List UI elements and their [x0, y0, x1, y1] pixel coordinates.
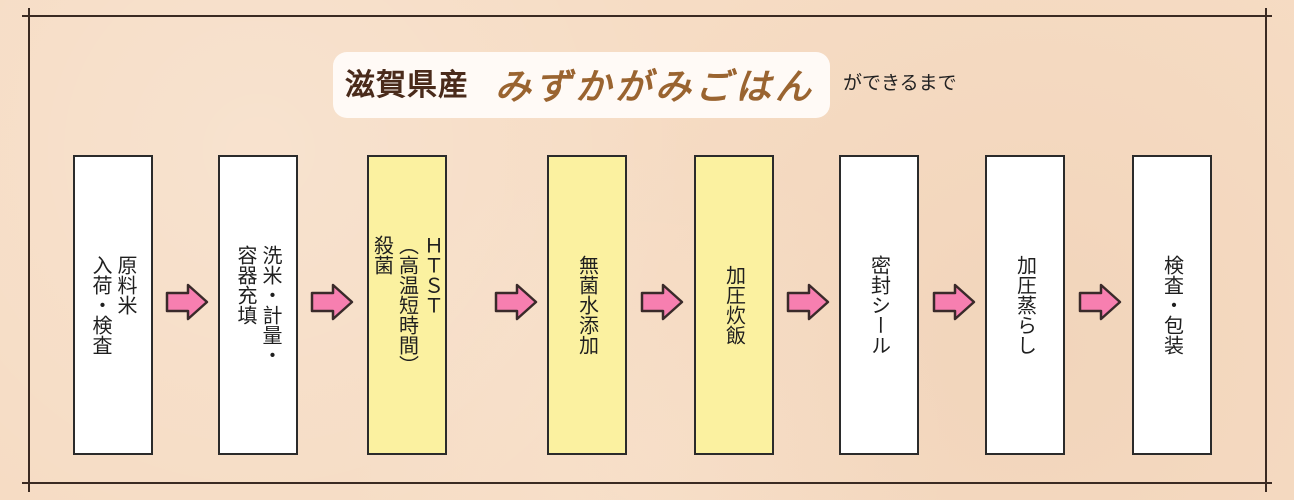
frame-right-line [1265, 8, 1267, 492]
title-banner [333, 52, 830, 118]
step-box-6: 密封シール [839, 155, 919, 455]
step-label-8: 検査・包装 [1160, 255, 1185, 355]
title-suffix: ができるまで [843, 73, 957, 94]
step-label-1: 原料米 入荷・検査 [89, 255, 138, 355]
step-box-3: ＨＴＳＴ （高温短時間） 殺菌 [367, 155, 447, 455]
step-box-5: 加圧炊飯 [694, 155, 774, 455]
frame-top-line [22, 15, 1272, 17]
arrow-right-icon [165, 283, 209, 321]
step-box-7: 加圧蒸らし [985, 155, 1065, 455]
step-box-1: 原料米 入荷・検査 [73, 155, 153, 455]
step-label-2: 洗米・計量・ 容器充填 [234, 245, 283, 365]
title-prefix: 滋賀県産 [345, 68, 469, 103]
arrow-right-icon [1078, 283, 1122, 321]
arrow-right-icon [786, 283, 830, 321]
step-box-4: 無菌水添加 [547, 155, 627, 455]
step-label-7: 加圧蒸らし [1013, 255, 1038, 355]
frame-left-line [28, 8, 30, 492]
title-main: みずかがみごはん [495, 66, 816, 108]
step-label-3: ＨＴＳＴ （高温短時間） 殺菌 [370, 235, 445, 375]
arrow-right-icon [932, 283, 976, 321]
arrow-right-icon [310, 283, 354, 321]
arrow-right-icon [640, 283, 684, 321]
arrow-right-icon [494, 283, 538, 321]
step-box-2: 洗米・計量・ 容器充填 [218, 155, 298, 455]
step-box-8: 検査・包装 [1132, 155, 1212, 455]
frame-bottom-line [22, 482, 1272, 484]
step-label-5: 加圧炊飯 [722, 265, 747, 345]
step-label-6: 密封シール [867, 255, 892, 355]
step-label-4: 無菌水添加 [575, 255, 600, 355]
